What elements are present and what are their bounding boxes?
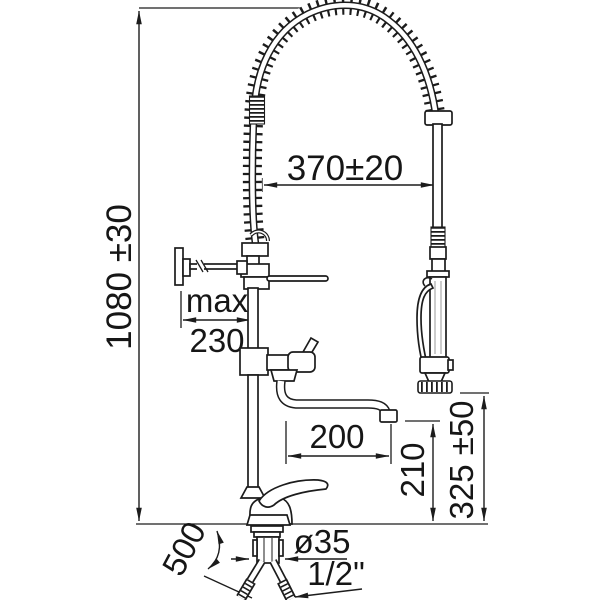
gun-hose-nut [430,226,446,249]
support-rod [266,275,329,282]
wall-bracket [174,247,248,286]
gun-knurled-ring [417,380,453,394]
spring-holder-collar [241,242,269,257]
dim-label-spout-reach: 200 [309,418,364,455]
dim-gun-clearance: 325 ±50 [443,392,489,522]
dim-spout-reach: 200 [285,418,392,464]
mounting-flange [250,525,284,533]
dim-label-gun-clearance: 325 ±50 [443,400,480,519]
dim-overall-height: 1080 ±30 [100,7,301,522]
left-hose-fitting [236,578,256,600]
swivel-spout [269,369,398,423]
dim-deck-hole: ø35 [231,523,351,562]
hose-thread-section [248,95,266,125]
riser-cone [239,486,267,499]
dim-spout-height: 210 [394,420,440,522]
riser-tee [239,347,269,376]
dim-connection: 1/2" [294,555,365,599]
dim-label-max: max [186,282,249,319]
mixer-lever-handle [258,479,329,508]
dim-hose-offset: 370±20 [261,149,438,192]
hose-ferrule [424,110,453,126]
rod-break-mark [195,259,204,273]
dim-label-overall-height: 1080 ±30 [100,204,139,350]
spring-hose [242,0,453,249]
side-valve-lever [266,336,320,373]
dim-label-hose-length: 500 [155,516,214,582]
mounting-shank [256,536,280,564]
dim-hose-length: 500 [155,516,253,599]
gun-hanger-ring [426,270,450,278]
dim-label-max-value: 230 [189,322,244,359]
dim-label-hose-offset: 370±20 [287,149,404,188]
dim-label-spout-height: 210 [394,442,431,497]
gun-hook [422,276,433,287]
spray-gun [416,226,454,394]
mixer-base [245,479,329,526]
supply-hoses [236,525,296,600]
dim-label-connection: 1/2" [307,555,365,592]
hanging-hose [432,123,443,229]
spout-outlet [379,409,398,423]
riser-pipe [239,242,329,499]
spout-nut [269,369,299,382]
gun-valve-body [419,356,450,374]
bracket-plate [174,247,184,286]
dim-label-deck-hole: ø35 [294,523,351,560]
right-hose-fitting [277,578,296,600]
dim-bracket-max: max 230 [180,282,251,359]
